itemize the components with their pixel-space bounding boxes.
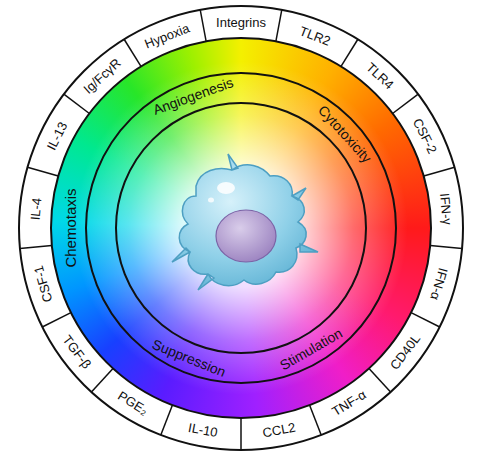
function-label: Angiogenesis [151, 75, 235, 117]
band-ring [19, 6, 463, 450]
band-divider [161, 405, 173, 435]
band-divider [424, 167, 455, 176]
band-divider [310, 405, 322, 435]
signal-label: IL-4 [28, 197, 43, 221]
cell-body [172, 154, 318, 290]
band-divider [393, 94, 419, 113]
cell-nucleus [216, 210, 276, 262]
band-divider [276, 10, 282, 41]
band-ring [116, 103, 366, 353]
band-divider [42, 313, 71, 327]
signal-label: Integrins [216, 16, 266, 29]
band-divider [124, 39, 141, 66]
band-divider [91, 368, 113, 392]
band-divider [369, 368, 391, 392]
band-divider [341, 39, 358, 66]
band-ring [51, 38, 431, 418]
cell-highlight [217, 182, 235, 194]
band-divider [200, 10, 206, 41]
band-divider [411, 313, 440, 327]
function-label: Suppression [150, 337, 227, 379]
band-ring [86, 73, 396, 383]
band-divider [64, 94, 90, 113]
band-fill [19, 6, 463, 450]
cell-highlight [208, 198, 214, 203]
band-divider [27, 167, 58, 176]
signal-label: IFN-γ [438, 193, 454, 226]
band-divider [20, 246, 52, 249]
band-divider [240, 418, 242, 450]
band-divider [430, 246, 462, 249]
function-label: Chemotaxis [63, 188, 78, 267]
